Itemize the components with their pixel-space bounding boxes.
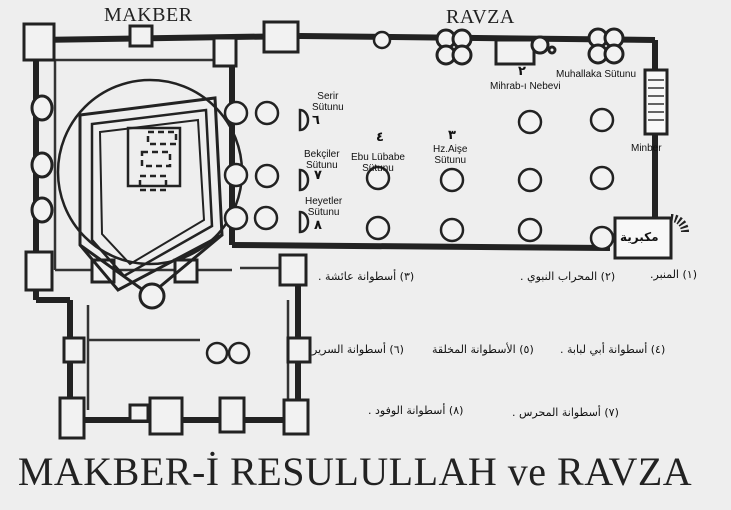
wall-piers: [22, 20, 312, 440]
legend-item-5: (٥) الأسطوانة المخلقة: [432, 343, 534, 356]
minber-structure: [643, 68, 669, 136]
ravza-columns: [205, 30, 615, 365]
numeral-7: ٧: [314, 168, 322, 183]
diagram-title: MAKBER-İ RESULULLAH ve RAVZA: [17, 449, 693, 494]
numeral-8: ٨: [314, 218, 322, 233]
numeral-2: ٢: [518, 64, 526, 79]
numeral-3: ٣: [448, 128, 456, 143]
makber-header: MAKBER: [104, 4, 193, 26]
half-columns: [298, 108, 310, 234]
mihrab-structure: [494, 35, 557, 66]
numeral-4: ٤: [376, 130, 384, 145]
quatrefoil-piers: [435, 27, 625, 66]
heyetler-column-label: Heyetler Sütunu: [305, 196, 343, 218]
ravza-header: RAVZA: [446, 6, 515, 28]
outer-walls: [33, 33, 658, 423]
legend-item-6: (٦) أسطوانة السرير: [312, 343, 404, 356]
tomb-enclosure: [56, 78, 244, 310]
legend-item-7: (٧) أسطوانة المحرس .: [512, 406, 619, 419]
legend-item-2: (٢) المحراب النبوي .: [520, 270, 616, 283]
legend-item-3: (٣) أسطوانة عائشة .: [318, 270, 415, 283]
hz-aise-column-label: Hz.Aişe Sütunu: [433, 144, 468, 166]
minber-label: Minber: [631, 143, 662, 154]
legend-item-1: (١) المنبر.: [650, 268, 697, 281]
legend-item-4: (٤) أسطوانة أبي لبابة .: [560, 343, 666, 356]
ebu-lubabe-column-label: Ebu Lübabe Sütunu: [351, 152, 405, 174]
mihrab-label: Mihrab-ı Nebevi: [490, 81, 561, 92]
legend-item-8: (٨) أسطوانة الوفود .: [368, 404, 464, 417]
mukabbariye-label: مكبرية: [620, 230, 659, 244]
serir-column-label: Serir Sütunu: [312, 91, 344, 113]
numeral-6: ٦: [312, 113, 320, 128]
bekciler-column-label: Bekçiler Sütunu: [304, 149, 340, 171]
muhallaka-column-label: Muhallaka Sütunu: [556, 69, 637, 80]
mukabbariye-structure: [613, 214, 689, 260]
left-wall-columns: [30, 94, 54, 224]
